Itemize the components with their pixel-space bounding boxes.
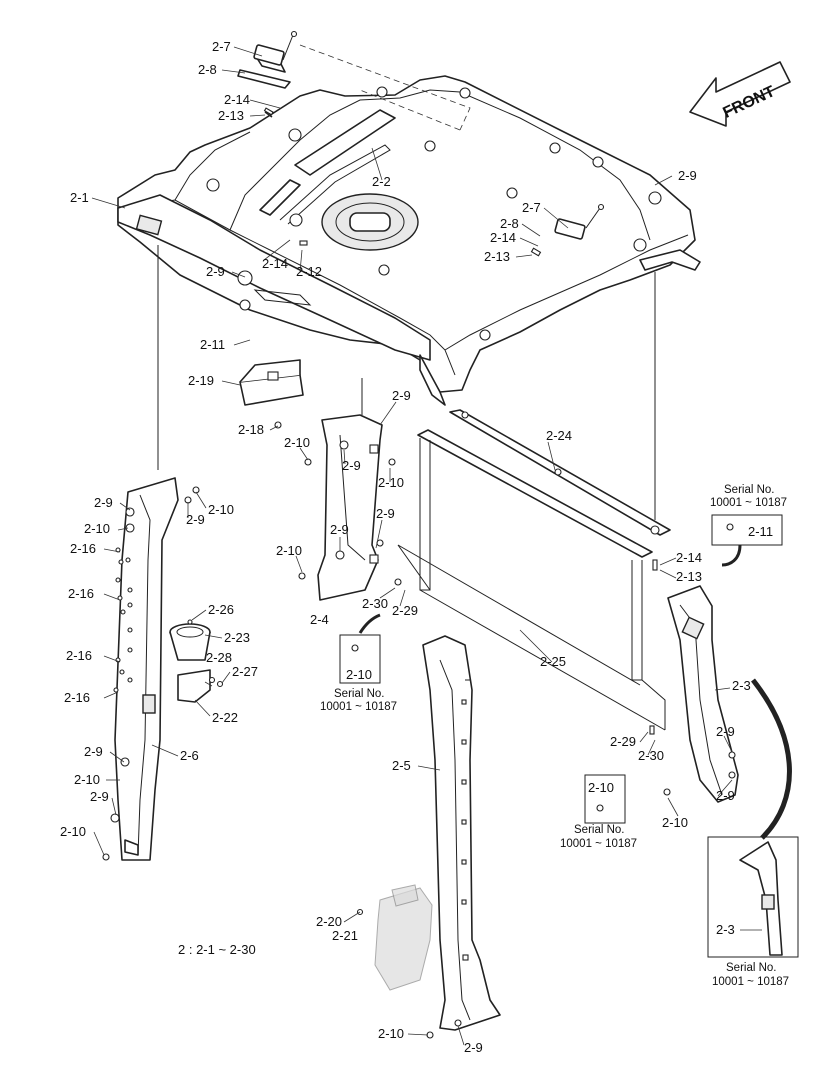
label-2-24: 2-24	[546, 428, 572, 443]
rear-frame-2-24-2-25	[397, 409, 671, 731]
label-2-3: 2-3	[732, 678, 751, 693]
label-2-9-pillar4-top: 2-9	[392, 388, 411, 403]
label-2-7-right: 2-7	[522, 200, 541, 215]
label-2-16-d: 2-16	[64, 690, 90, 705]
label-2-9-pillar6: 2-9	[94, 495, 113, 510]
label-2-9-pillar6-bottom: 2-9	[90, 789, 109, 804]
label-2-9-pillar6-low: 2-9	[84, 744, 103, 759]
label-2-30: 2-30	[362, 596, 388, 611]
label-2-19: 2-19	[188, 373, 214, 388]
label-2-13-right: 2-13	[484, 249, 510, 264]
pillar-2-6-holes	[113, 547, 133, 693]
label-2-10-pillar4-low: 2-10	[276, 543, 302, 558]
serial-range-right: 10001 ~ 10187	[710, 497, 787, 509]
pillar-2-5	[422, 635, 501, 1039]
serial-title-right: Serial No.	[724, 484, 775, 496]
serial-range-mid: 10001 ~ 10187	[560, 838, 637, 850]
label-2-7: 2-7	[212, 39, 231, 54]
headliner-2-1	[117, 44, 701, 406]
serial-range-left: 10001 ~ 10187	[320, 701, 397, 713]
label-2-20: 2-20	[316, 914, 342, 929]
serial-title-left: Serial No.	[334, 688, 385, 700]
label-2-9-top-right: 2-9	[678, 168, 697, 183]
label-2-9-pillar4: 2-9	[342, 458, 361, 473]
label-2-13-frame: 2-13	[676, 569, 702, 584]
label-2-28: 2-28	[206, 650, 232, 665]
serial-range-detail: 10001 ~ 10187	[712, 976, 789, 988]
label-2-8: 2-8	[198, 62, 217, 77]
label-2-10-pillar5: 2-10	[378, 1026, 404, 1041]
dome-light-top	[237, 30, 298, 118]
label-2-10-pillar4-right: 2-10	[378, 475, 404, 490]
label-2-10-pillar6: 2-10	[84, 521, 110, 536]
label-2-3-detail: 2-3	[716, 922, 735, 937]
label-2-23: 2-23	[224, 630, 250, 645]
dome-light-right	[299, 203, 605, 257]
label-2-14-frame: 2-14	[676, 550, 702, 565]
part-labels: 2-7 2-8 2-14 2-13 2-1 2-2 2-9 2-7 2-8 2-…	[60, 39, 789, 1055]
label-2-25: 2-25	[540, 654, 566, 669]
serial-title-mid: Serial No.	[574, 824, 625, 836]
label-2-9-pillar5: 2-9	[464, 1040, 483, 1055]
note-range: 2 : 2-1 ~ 2-30	[178, 942, 256, 957]
serial-box-left	[339, 613, 381, 684]
leader-lines	[91, 46, 762, 1046]
label-2-16-b: 2-16	[68, 586, 94, 601]
label-2-14: 2-14	[224, 92, 250, 107]
label-2-14-right: 2-14	[490, 230, 516, 245]
label-2-10-box-left: 2-10	[346, 667, 372, 682]
front-arrow: FRONT	[689, 61, 791, 127]
label-2-16-c: 2-16	[66, 648, 92, 663]
headliner-bolts	[206, 86, 662, 341]
label-2-29-right: 2-29	[610, 734, 636, 749]
serial-title-detail: Serial No.	[726, 962, 777, 974]
label-2-9-pillar3-low: 2-9	[716, 788, 735, 803]
label-2-10-pillar6-top: 2-10	[208, 502, 234, 517]
label-2-18: 2-18	[238, 422, 264, 437]
label-2-26: 2-26	[208, 602, 234, 617]
label-2-10-box-mid: 2-10	[588, 780, 614, 795]
ghost-bracket	[356, 884, 433, 991]
pillar-2-6	[102, 477, 200, 861]
label-2-8-right: 2-8	[500, 216, 519, 231]
label-2-9-roof: 2-9	[206, 264, 225, 279]
label-2-21: 2-21	[332, 928, 358, 943]
label-2-14-mid: 2-14	[262, 256, 288, 271]
label-2-5: 2-5	[392, 758, 411, 773]
label-2-1: 2-1	[70, 190, 89, 205]
pillar-2-3	[649, 585, 739, 803]
label-2-30-right: 2-30	[638, 748, 664, 763]
control-box-2-19	[239, 359, 304, 429]
label-2-2: 2-2	[372, 174, 391, 189]
label-2-11-box: 2-11	[748, 524, 773, 539]
label-2-29: 2-29	[392, 603, 418, 618]
label-2-9-pillar4-lowright: 2-9	[376, 506, 395, 521]
serial-box-mid	[584, 774, 626, 824]
label-2-10-pillar3: 2-10	[662, 815, 688, 830]
label-2-22: 2-22	[212, 710, 238, 725]
label-2-4: 2-4	[310, 612, 329, 627]
serial-box-right	[711, 514, 783, 567]
label-2-9-pillar6-top: 2-9	[186, 512, 205, 527]
cup-holder-2-23	[169, 619, 211, 661]
label-2-13: 2-13	[218, 108, 244, 123]
label-2-6: 2-6	[180, 748, 199, 763]
label-2-12: 2-12	[296, 264, 322, 279]
label-2-16-a: 2-16	[70, 541, 96, 556]
label-2-10-pillar4: 2-10	[284, 435, 310, 450]
detail-box-2-3	[707, 836, 799, 958]
bracket-2-22	[177, 669, 224, 703]
label-2-27: 2-27	[232, 664, 258, 679]
label-2-9-pillar4-low: 2-9	[330, 522, 349, 537]
label-2-9-pillar3: 2-9	[716, 724, 735, 739]
label-2-11: 2-11	[200, 337, 225, 352]
label-2-10-pillar6-bottom: 2-10	[60, 824, 86, 839]
label-2-10-pillar6-low: 2-10	[74, 772, 100, 787]
pillar-2-4	[298, 414, 402, 601]
